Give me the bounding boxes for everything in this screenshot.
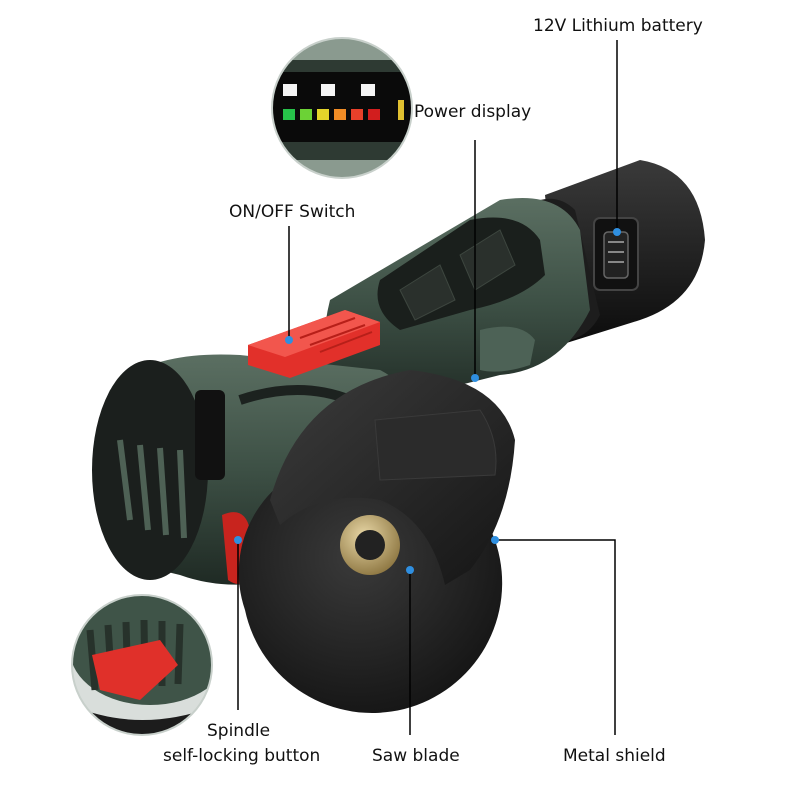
on-off-switch: [248, 310, 380, 378]
marker-power: [471, 374, 479, 382]
label-spindle-line2: self-locking button: [163, 746, 321, 766]
marker-shield: [491, 536, 499, 544]
leader-lines: [237, 40, 618, 735]
label-metal-shield: Metal shield: [563, 746, 666, 766]
power-display-inset: [271, 37, 413, 179]
marker-battery: [613, 228, 621, 236]
handle-grip: [324, 198, 590, 410]
marker-blade: [406, 566, 414, 574]
marker-spindle: [234, 536, 242, 544]
label-battery: 12V Lithium battery: [533, 16, 703, 36]
metal-shield: [270, 370, 515, 585]
label-saw-blade: Saw blade: [372, 746, 460, 766]
label-spindle-line1: Spindle: [207, 721, 271, 741]
marker-switch: [285, 336, 293, 344]
label-power-display: Power display: [414, 102, 532, 122]
spindle-lock-inset: [71, 594, 213, 736]
label-on-off-switch: ON/OFF Switch: [229, 202, 356, 222]
marker-dots: [234, 228, 621, 574]
